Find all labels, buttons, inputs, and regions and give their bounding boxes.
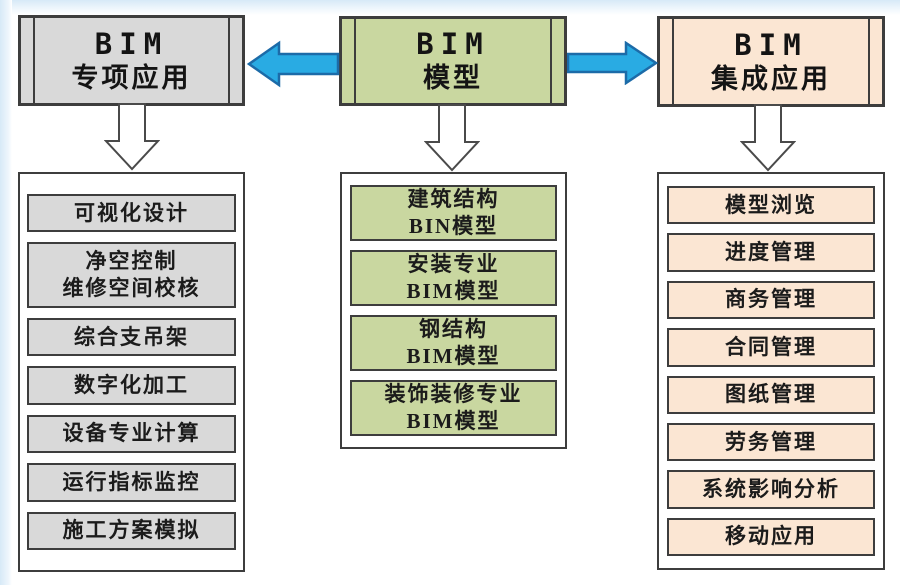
block-arrow-right-icon: [567, 41, 659, 85]
list-item-line: 综合支吊架: [74, 324, 189, 349]
slide-left-edge-tint: [0, 0, 12, 585]
list-item-line: 钢结构: [419, 317, 488, 341]
list-item: 建筑结构 BIN模型: [350, 185, 557, 241]
header-title-cn: 集成应用: [711, 63, 831, 94]
block-arrow-down-icon: [740, 104, 796, 172]
block-arrow-left-icon: [246, 40, 340, 88]
list-item-line: 净空控制: [85, 249, 178, 274]
list-item-line: 图纸管理: [725, 382, 817, 407]
header-title-latin: BIM: [94, 26, 169, 61]
list-item-line: 建筑结构: [407, 187, 500, 211]
header-title-cn: 模型: [423, 63, 483, 93]
list-item: 综合支吊架: [27, 317, 236, 357]
list-item: 运行指标监控: [27, 463, 236, 502]
list-item-line: 劳务管理: [725, 429, 817, 454]
list-item: 钢结构 BIM模型: [350, 315, 557, 371]
list-item: 数字化加工: [27, 366, 236, 405]
list-item-line: 合同管理: [725, 334, 817, 359]
list-item-line: 系统影响分析: [702, 476, 840, 501]
block-arrow-down-icon: [424, 104, 480, 172]
header-bim-special-applications: BIM 专项应用: [18, 15, 245, 106]
list-item: 净空控制维修空间校核: [27, 242, 236, 308]
list-item-line: BIM模型: [406, 344, 501, 368]
list-item-line: 模型浏览: [725, 192, 817, 217]
list-item-line: 施工方案模拟: [62, 518, 201, 543]
header-title-cn: 专项应用: [71, 62, 192, 93]
list-item-line: 可视化设计: [74, 200, 189, 225]
list-item: 装饰装修专业 BIM模型: [350, 380, 557, 436]
list-item-line: 设备专业计算: [62, 421, 201, 446]
header-title-latin: BIM: [734, 27, 808, 62]
list-item-line: BIM模型: [406, 409, 501, 433]
list-item: 合同管理: [667, 328, 875, 367]
list-item-line: 装饰装修专业: [384, 382, 523, 406]
header-title-latin: BIM: [416, 27, 490, 61]
list-item: 模型浏览: [667, 186, 875, 225]
item-list-bim-integrated-applications: 模型浏览进度管理商务管理合同管理图纸管理劳务管理系统影响分析移动应用: [657, 172, 885, 570]
list-item: 安装专业 BIM模型: [350, 250, 557, 306]
slide-top-edge-tint: [0, 0, 900, 15]
list-item: 移动应用: [667, 517, 875, 556]
list-item: 可视化设计: [27, 194, 236, 233]
list-item-line: BIM模型: [406, 279, 501, 303]
list-item-line: 数字化加工: [74, 372, 189, 397]
list-item: 施工方案模拟: [27, 511, 236, 550]
list-item-line: 商务管理: [725, 287, 817, 312]
list-item: 设备专业计算: [27, 414, 236, 454]
list-item-line: 维修空间校核: [62, 276, 201, 301]
list-item: 商务管理: [667, 280, 875, 320]
list-item-line: 运行指标监控: [62, 469, 201, 494]
header-bim-model: BIM 模型: [339, 16, 567, 106]
list-item: 系统影响分析: [667, 470, 875, 509]
block-arrow-down-icon: [104, 103, 160, 171]
item-list-bim-special-applications: 可视化设计净空控制维修空间校核综合支吊架数字化加工设备专业计算运行指标监控施工方…: [18, 172, 245, 572]
list-item-line: 安装专业: [407, 252, 500, 276]
list-item-line: 移动应用: [725, 524, 817, 549]
list-item-line: 进度管理: [725, 240, 817, 265]
list-item-line: BIN模型: [408, 214, 499, 238]
list-item: 进度管理: [667, 233, 875, 272]
list-item: 图纸管理: [667, 375, 875, 414]
list-item: 劳务管理: [667, 422, 875, 462]
header-bim-integrated-applications: BIM 集成应用: [657, 16, 885, 107]
